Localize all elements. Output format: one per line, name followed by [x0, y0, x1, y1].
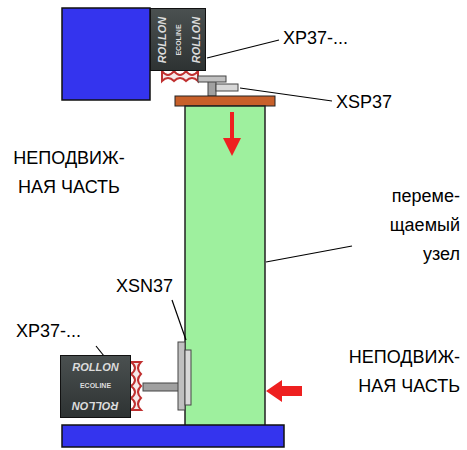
part-label: XP37-...	[16, 317, 136, 346]
motion-arrowhead	[223, 138, 241, 156]
leader-line	[240, 88, 332, 101]
slider-plate	[216, 84, 238, 91]
part-label: переме- щаемый узел	[358, 182, 460, 269]
guide-rail-top	[162, 71, 198, 81]
part-label: XSP37	[336, 88, 446, 117]
brand-text: ECOLINE	[80, 382, 111, 390]
carriage-label-group: ROLLON ECOLINE ROLLON	[151, 9, 205, 70]
leader-line	[266, 246, 352, 262]
slider-plate	[185, 350, 191, 405]
brand-text: ROLLON	[72, 400, 118, 412]
fixed-part-bottom	[62, 425, 284, 447]
brand-text: ROLLON	[155, 16, 167, 62]
brand-text: ECOLINE	[174, 24, 182, 55]
carriage-label-group: ROLLON ECOLINE ROLLON	[61, 356, 130, 417]
leader-line	[172, 300, 186, 340]
slider-head	[178, 342, 185, 410]
brand-text: ROLLON	[72, 361, 118, 373]
moving-unit	[185, 106, 265, 426]
fixed-part-top	[62, 8, 150, 100]
leader-line	[207, 40, 279, 58]
part-label: НЕПОДВИЖ- НАЯ ЧАСТЬ	[318, 343, 460, 401]
carriage: ROLLON ECOLINE ROLLON	[60, 355, 131, 418]
part-label: НЕПОДВИЖ- НАЯ ЧАСТЬ	[4, 144, 134, 202]
motion-arrow	[230, 112, 234, 140]
carriage: ROLLON ECOLINE ROLLON	[150, 8, 206, 71]
part-label: XP37-...	[283, 24, 413, 53]
motion-arrow	[266, 380, 302, 402]
slider-head	[198, 76, 226, 82]
guide-rail-bottom	[131, 362, 141, 410]
brand-text: ROLLON	[189, 16, 201, 62]
part-label: XSN37	[116, 272, 216, 301]
mount-plate	[175, 96, 275, 106]
